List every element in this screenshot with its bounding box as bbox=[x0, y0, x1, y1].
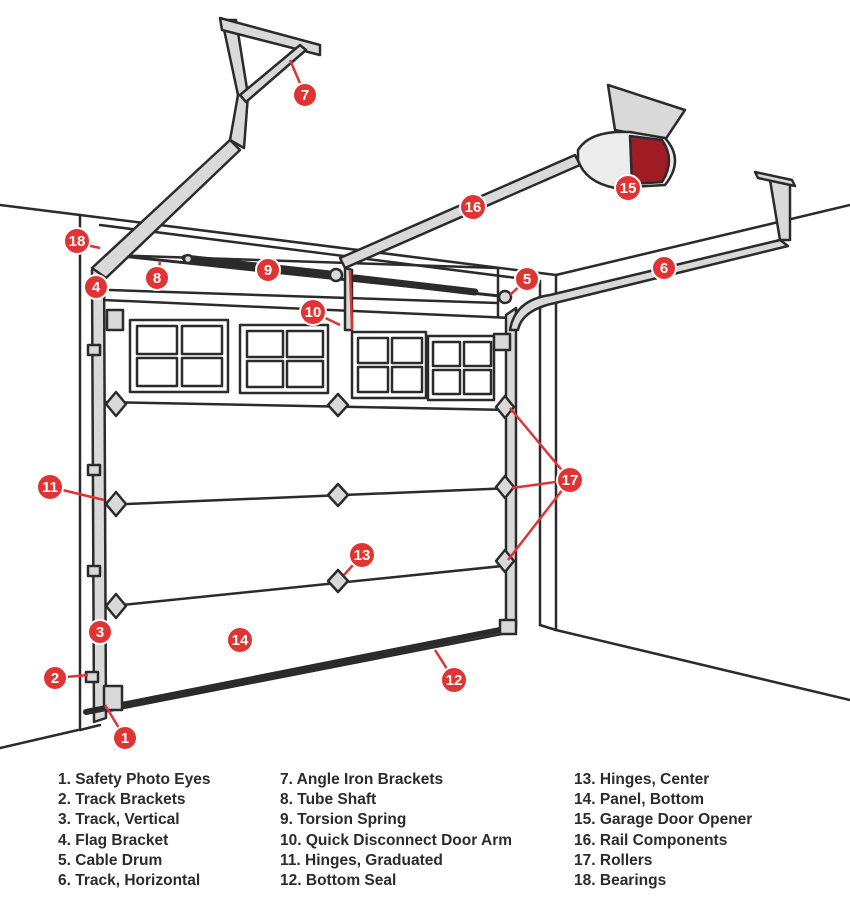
legend-item: 12. Bottom Seal bbox=[280, 871, 397, 889]
badge-5: 5 bbox=[514, 266, 540, 292]
badge-8: 8 bbox=[144, 265, 170, 291]
badge-13: 13 bbox=[348, 541, 376, 569]
door-windows bbox=[128, 318, 496, 402]
badge-7: 7 bbox=[292, 82, 318, 108]
horizontal-track bbox=[508, 170, 797, 332]
legend-item: 17. Rollers bbox=[574, 851, 653, 869]
legend-item: 4. Flag Bracket bbox=[58, 831, 169, 849]
badge-1: 1 bbox=[112, 725, 138, 751]
legend-item: 15. Garage Door Opener bbox=[574, 811, 753, 829]
svg-text:2: 2 bbox=[51, 670, 59, 687]
svg-text:1: 1 bbox=[121, 730, 129, 747]
legend-item: 5. Cable Drum bbox=[58, 851, 163, 869]
legend-item: 16. Rail Components bbox=[574, 831, 728, 849]
room-outline bbox=[0, 203, 850, 750]
legend-item: 14. Panel, Bottom bbox=[574, 791, 705, 809]
vertical-tracks bbox=[90, 260, 518, 724]
badge-3: 3 bbox=[87, 619, 113, 645]
legend-item: 2. Track Brackets bbox=[58, 791, 186, 809]
badge-12: 12 bbox=[440, 666, 468, 694]
hinges bbox=[104, 390, 516, 620]
track-brackets bbox=[84, 308, 518, 712]
svg-text:14: 14 bbox=[232, 632, 249, 649]
legend-item: 11. Hinges, Graduated bbox=[280, 851, 443, 869]
svg-text:13: 13 bbox=[354, 547, 371, 564]
badge-16: 16 bbox=[459, 193, 487, 221]
garage-door-diagram: 1 2 3 4 5 6 7 8 bbox=[0, 16, 850, 751]
svg-text:3: 3 bbox=[96, 624, 104, 641]
svg-text:9: 9 bbox=[264, 262, 272, 279]
badge-11: 11 bbox=[36, 473, 64, 501]
legend-item: 1. Safety Photo Eyes bbox=[58, 771, 211, 788]
left-angle-iron bbox=[90, 16, 322, 280]
badge-18: 18 bbox=[63, 227, 91, 255]
svg-text:16: 16 bbox=[465, 199, 482, 216]
svg-text:18: 18 bbox=[69, 233, 86, 250]
legend-item: 7. Angle Iron Brackets bbox=[280, 771, 444, 788]
badge-6: 6 bbox=[651, 255, 677, 281]
svg-text:11: 11 bbox=[42, 479, 58, 496]
legend-column-1: 1. Safety Photo Eyes 2. Track Brackets 3… bbox=[58, 770, 211, 891]
legend-column-3: 13. Hinges, Center 14. Panel, Bottom 15.… bbox=[574, 770, 752, 891]
legend-item: 9. Torsion Spring bbox=[280, 811, 407, 829]
svg-text:6: 6 bbox=[660, 260, 668, 277]
svg-text:17: 17 bbox=[562, 472, 579, 489]
badge-2: 2 bbox=[42, 665, 68, 691]
badge-17: 17 bbox=[556, 466, 584, 494]
legend-item: 10. Quick Disconnect Door Arm bbox=[280, 831, 513, 849]
svg-text:8: 8 bbox=[153, 270, 161, 287]
svg-text:7: 7 bbox=[301, 87, 309, 104]
badge-9: 9 bbox=[255, 257, 281, 283]
badges: 1 2 3 4 5 6 7 8 bbox=[36, 82, 677, 751]
svg-text:15: 15 bbox=[620, 180, 637, 197]
legend-item: 13. Hinges, Center bbox=[574, 771, 710, 788]
door-panel bbox=[101, 298, 514, 714]
legend-column-2: 7. Angle Iron Brackets 8. Tube Shaft 9. … bbox=[280, 770, 512, 891]
badge-10: 10 bbox=[299, 298, 327, 326]
bottom-seal bbox=[83, 625, 513, 715]
svg-text:5: 5 bbox=[523, 271, 531, 288]
legend-item: 3. Track, Vertical bbox=[58, 811, 180, 829]
parts-legend: 1. Safety Photo Eyes 2. Track Brackets 3… bbox=[0, 766, 850, 896]
svg-text:4: 4 bbox=[92, 279, 101, 296]
legend-item: 6. Track, Horizontal bbox=[58, 871, 201, 889]
badge-14: 14 bbox=[226, 626, 254, 654]
garage-door-opener bbox=[576, 83, 687, 190]
badge-4: 4 bbox=[83, 274, 109, 300]
svg-text:12: 12 bbox=[446, 672, 463, 689]
legend-item: 18. Bearings bbox=[574, 871, 667, 889]
legend-item: 8. Tube Shaft bbox=[280, 791, 377, 809]
svg-text:10: 10 bbox=[305, 304, 322, 321]
badge-15: 15 bbox=[614, 174, 642, 202]
